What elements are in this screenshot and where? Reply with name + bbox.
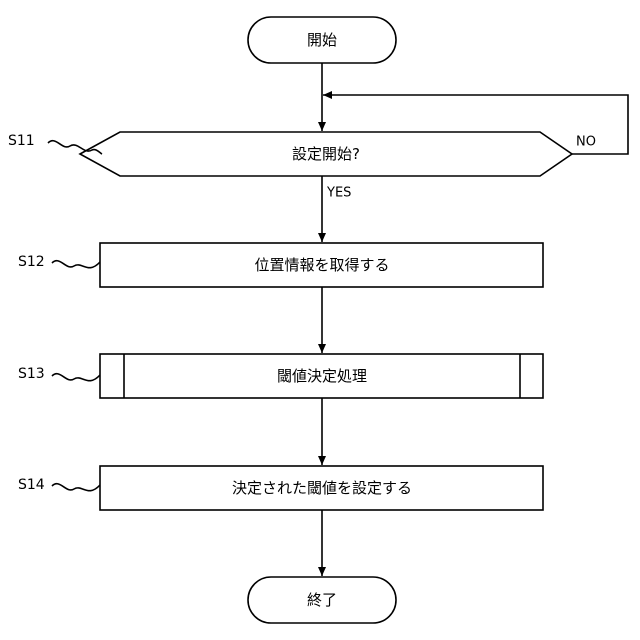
step-id-s13: S13 [18, 366, 45, 382]
start-label: 開始 [307, 31, 337, 49]
branch-no-label: NO [576, 135, 596, 150]
process-s14-label: 決定された閾値を設定する [232, 479, 412, 497]
leader-s11 [48, 141, 102, 154]
step-id-s14: S14 [18, 477, 45, 493]
branch-yes-label: YES [326, 186, 351, 201]
process-s13-label: 閾値決定処理 [277, 367, 367, 385]
step-id-s12: S12 [18, 254, 45, 270]
process-s12-label: 位置情報を取得する [254, 256, 389, 274]
decision-s11-label: 設定開始? [292, 145, 360, 163]
leader-s14 [52, 484, 100, 491]
leader-s13 [52, 374, 100, 381]
step-id-s11: S11 [8, 133, 35, 149]
leader-s12 [52, 261, 100, 268]
end-label: 終了 [307, 591, 337, 609]
